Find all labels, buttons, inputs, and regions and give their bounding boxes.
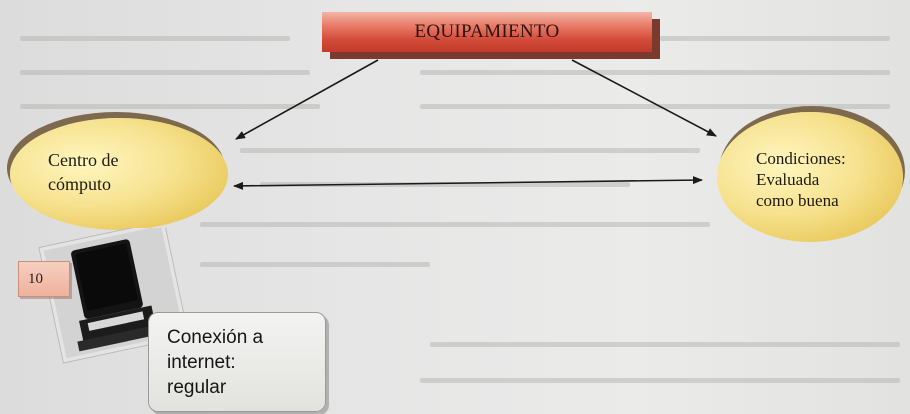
left-node-ellipse	[10, 118, 228, 230]
title-box: EQUIPAMIENTO	[322, 12, 652, 52]
left-node-label: Centro de cómputo	[48, 150, 119, 194]
right-node-ellipse	[717, 112, 903, 242]
arrow-title-to-left-node	[235, 59, 379, 140]
arrow-left-to-right	[469, 176, 703, 185]
photo-number: 10	[28, 270, 43, 287]
arrow-title-to-right-node	[571, 59, 717, 137]
diagram-title: EQUIPAMIENTO	[414, 21, 560, 42]
computer-photo	[30, 220, 190, 378]
computer-monitor-icon	[38, 220, 190, 364]
right-node-label: Condiciones: Evaluada como buena	[756, 149, 846, 210]
arrow-right-to-left	[233, 181, 471, 190]
internet-callout: Conexión a internet: regular	[148, 312, 326, 412]
photo-number-badge: 10	[18, 261, 70, 297]
callout-label: Conexión a internet: regular	[167, 327, 264, 398]
